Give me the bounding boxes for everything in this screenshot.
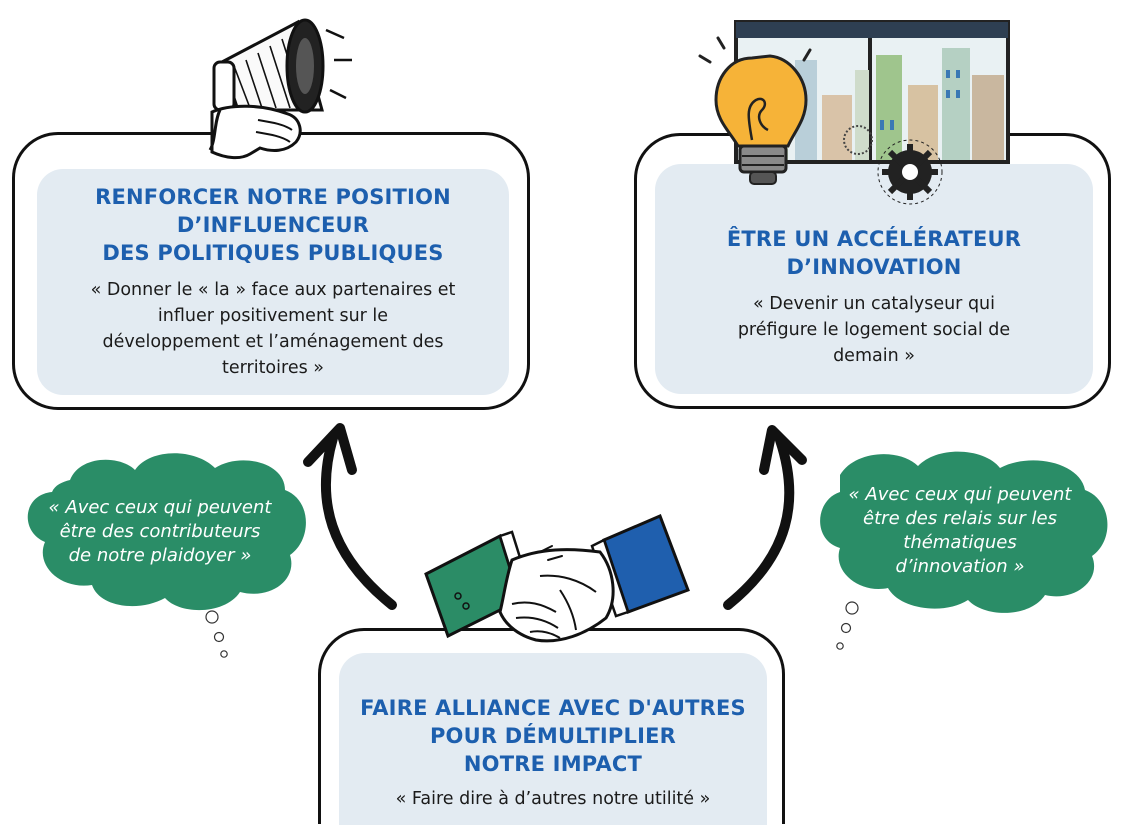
- right-bubble-line: thématiques: [903, 532, 1017, 553]
- bottom-desc-line: « Faire dire à d’autres notre utilité »: [395, 789, 711, 809]
- left-desc-line: territoires »: [222, 358, 324, 378]
- left-bubble-text: « Avec ceux qui peuvent être des contrib…: [20, 496, 300, 568]
- right-desc-line: préfigure le logement social de: [737, 320, 1011, 340]
- bottom-title-line: POUR DÉMULTIPLIER: [429, 724, 677, 748]
- right-title-line: D’INNOVATION: [786, 255, 962, 279]
- right-card: ÊTRE UN ACCÉLÉRATEUR D’INNOVATION « Deve…: [634, 133, 1111, 409]
- right-card-content: ÊTRE UN ACCÉLÉRATEUR D’INNOVATION « Deve…: [655, 164, 1093, 394]
- left-desc-line: influer positivement sur le: [157, 306, 389, 326]
- left-card-description: « Donner le « la » face aux partenaires …: [91, 277, 456, 381]
- left-card-title: RENFORCER NOTRE POSITION D’INFLUENCEUR D…: [95, 183, 451, 267]
- right-card-description: « Devenir un catalyseur qui préfigure le…: [738, 291, 1010, 369]
- right-desc-line: « Devenir un catalyseur qui: [752, 294, 996, 314]
- bottom-card-title: FAIRE ALLIANCE AVEC D'AUTRES POUR DÉMULT…: [360, 694, 746, 778]
- left-desc-line: développement et l’aménagement des: [102, 332, 444, 352]
- right-bubble-line: être des relais sur les: [863, 508, 1057, 529]
- left-title-line: DES POLITIQUES PUBLIQUES: [102, 241, 444, 265]
- right-bubble-text: « Avec ceux qui peuvent être des relais …: [815, 483, 1105, 579]
- bottom-card-description: « Faire dire à d’autres notre utilité »: [396, 786, 711, 812]
- right-arrow: [723, 425, 807, 610]
- bottom-card-content: FAIRE ALLIANCE AVEC D'AUTRES POUR DÉMULT…: [339, 653, 767, 825]
- left-title-line: RENFORCER NOTRE POSITION: [95, 185, 451, 209]
- bottom-card: FAIRE ALLIANCE AVEC D'AUTRES POUR DÉMULT…: [318, 628, 785, 825]
- right-bubble-line: « Avec ceux qui peuvent: [848, 484, 1072, 505]
- right-card-title: ÊTRE UN ACCÉLÉRATEUR D’INNOVATION: [727, 225, 1021, 281]
- left-desc-line: « Donner le « la » face aux partenaires …: [90, 280, 456, 300]
- left-card: RENFORCER NOTRE POSITION D’INFLUENCEUR D…: [12, 132, 530, 410]
- left-bubble-line: de notre plaidoyer »: [68, 545, 252, 566]
- right-title-line: ÊTRE UN ACCÉLÉRATEUR: [726, 227, 1022, 251]
- left-bubble-line: « Avec ceux qui peuvent: [48, 497, 272, 518]
- left-arrow: [303, 423, 397, 610]
- left-card-content: RENFORCER NOTRE POSITION D’INFLUENCEUR D…: [37, 169, 509, 395]
- bottom-title-line: NOTRE IMPACT: [463, 752, 643, 776]
- left-title-line: D’INFLUENCEUR: [176, 213, 370, 237]
- right-desc-line: demain »: [833, 346, 915, 366]
- bottom-title-line: FAIRE ALLIANCE AVEC D'AUTRES: [360, 696, 746, 720]
- left-bubble-line: être des contributeurs: [59, 521, 261, 542]
- right-bubble-line: d’innovation »: [895, 556, 1025, 577]
